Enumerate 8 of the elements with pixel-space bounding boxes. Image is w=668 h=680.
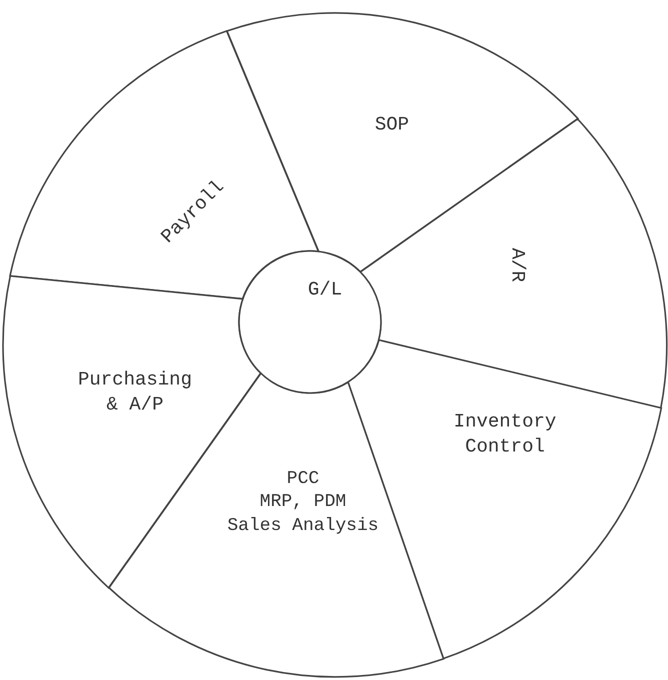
segment-label: Inventory Control <box>452 409 558 459</box>
segment-label: Purchasing & A/P <box>76 367 193 417</box>
circle-label: G/L <box>306 278 344 302</box>
segment-label: MRP, PDM <box>258 491 348 514</box>
segment-label: Sales Analysis <box>226 514 380 538</box>
segment-label: PCC <box>286 468 320 491</box>
segment-label: A/R <box>505 246 530 284</box>
segment-label: SOP <box>374 112 410 138</box>
